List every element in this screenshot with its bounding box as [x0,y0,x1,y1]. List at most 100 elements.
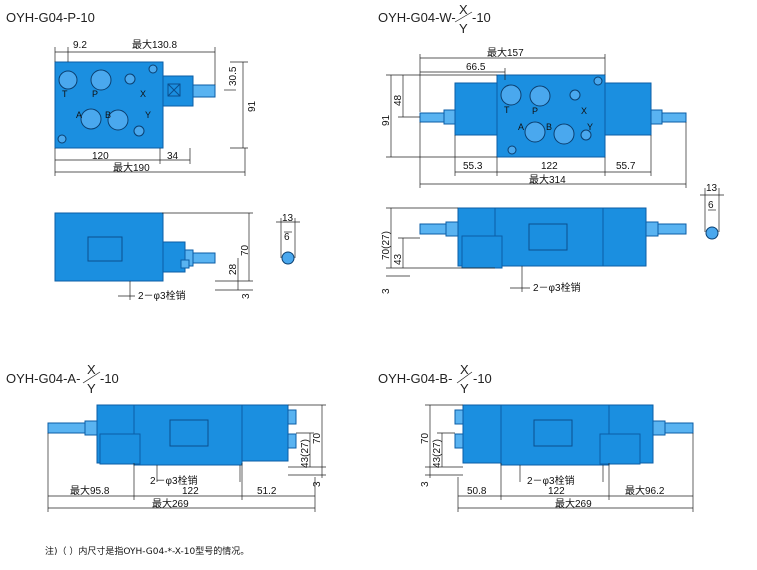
w-dim-91: 91 [381,114,392,126]
w-port-t: T [504,105,510,115]
p-side-view: 13 6 [276,213,300,265]
p-top-hole-b [107,109,129,131]
b-front-view: 70 43(27) 3 2－φ3栓销 50.8 122 最大96.2 最大269 [420,404,694,512]
p-dim-34: 34 [167,151,179,162]
p-dim-120: 120 [92,151,109,162]
a-dim-pin: 2－φ3栓销 [150,474,198,487]
a-dim-70: 70 [312,432,323,444]
p-port-a: A [76,110,82,120]
p-top-hole-t [58,70,78,90]
w-dim-55-7: 55.7 [616,161,636,172]
w-top-right-pilot [604,82,652,136]
title-a-y: Y [87,381,96,396]
a-dim-3: 3 [312,481,323,487]
p-dim-28: 28 [228,263,239,275]
title-p: OYH-G04-P-10 [6,10,95,25]
p-port-t: T [62,89,68,99]
p-port-b: B [105,110,111,120]
p-dim-max-130-8: 最大130.8 [132,38,177,51]
p-dim-70: 70 [240,244,251,256]
title-a-suffix: -10 [100,371,119,386]
title-w-slash [454,11,473,23]
p-top-adjuster [192,84,216,98]
p-port-p: P [92,89,98,99]
a-front-window [169,419,209,447]
w-dim-70-27: 70(27) [381,231,392,260]
a-front-adjuster [47,422,86,434]
p-front-window [87,236,123,262]
p-dim-pin: 2－φ3栓销 [138,289,186,302]
p-dim-3: 3 [241,293,252,299]
title-w-suffix: -10 [472,10,491,25]
w-top-left-adjuster [419,112,445,123]
w-dim-122: 122 [541,161,558,172]
p-top-view: T P X A B Y 9.2 最大130.8 30.5 91 120 34 最… [54,38,258,176]
a-dim-51-2: 51.2 [257,486,277,497]
p-dim-91: 91 [247,100,258,112]
w-dim-3: 3 [381,288,392,294]
a-front-view: 70 43(27) 3 2－φ3栓销 最大95.8 122 51.2 最大269 [47,404,326,512]
p-dim-6: 6 [284,232,290,243]
w-side-view: 13 6 [700,183,724,240]
w-front-body [494,207,604,267]
w-front-right-pilot [602,207,647,267]
b-dim-max-269: 最大269 [555,497,592,510]
title-b-suffix: -10 [473,371,492,386]
p-dim-13: 13 [282,213,294,224]
w-top-view: T P X A B Y 最大157 66.5 48 91 55.3 122 55… [381,46,687,188]
w-top-left-pilot [454,82,498,136]
w-dim-6: 6 [708,200,714,211]
p-dim-max-190: 最大190 [113,161,150,174]
b-front-adjuster [664,422,694,434]
w-front-left-adjuster [419,223,447,235]
b-front-left-block [462,404,502,464]
a-dim-max-269: 最大269 [152,497,189,510]
p-port-x: X [140,89,146,99]
title-b-y: Y [460,381,469,396]
b-dim-43-27: 43(27) [432,439,443,468]
footnote: 注)（ ）内尺寸是指OYH-G04-*-X-10型号的情况。 [45,545,249,557]
p-top-hole-p [90,69,112,91]
p-top-hole-x [124,73,136,85]
w-front-window [528,223,568,251]
title-a-x: X [87,362,96,377]
title-w-y: Y [459,21,468,36]
w-port-p: P [532,106,538,116]
a-dim-max-95-8: 最大95.8 [70,484,110,497]
b-dim-50-8: 50.8 [467,486,487,497]
w-dim-13: 13 [706,183,718,194]
w-front-view: 70(27) 43 3 2－φ3栓销 [381,207,687,294]
p-port-y: Y [145,110,151,120]
p-top-hole-y [133,125,145,137]
title-w-prefix: OYH-G04-W- [378,10,456,25]
p-front-adjuster [192,252,216,264]
b-dim-max-96-2: 最大96.2 [625,484,665,497]
p-side-fitting [281,251,295,265]
w-top-right-adjuster [661,112,687,123]
p-dim-9-2: 9.2 [73,40,87,51]
w-dim-43: 43 [393,253,404,265]
title-a-slash [82,371,101,384]
title-w-x: X [459,2,468,17]
p-front-body [54,212,164,282]
title-b-prefix: OYH-G04-B- [378,371,452,386]
b-front-body [500,404,610,466]
a-dim-122: 122 [182,486,199,497]
w-dim-55-3: 55.3 [463,161,483,172]
w-dim-max-157: 最大157 [487,46,524,59]
w-dim-48: 48 [393,94,404,106]
w-dim-66-5: 66.5 [466,62,486,73]
w-port-a: A [518,122,524,132]
a-dim-43-27: 43(27) [300,439,311,468]
w-side-fitting [705,226,719,240]
w-port-b: B [546,122,552,132]
b-dim-70: 70 [420,432,431,444]
title-a-prefix: OYH-G04-A- [6,371,80,386]
title-b-slash [456,371,473,384]
w-dim-max-314: 最大314 [529,173,566,186]
w-dim-pin: 2－φ3栓销 [533,281,581,294]
w-port-y: Y [587,122,593,132]
p-top-solenoid-box [167,83,181,97]
b-dim-pin: 2－φ3栓销 [527,474,575,487]
